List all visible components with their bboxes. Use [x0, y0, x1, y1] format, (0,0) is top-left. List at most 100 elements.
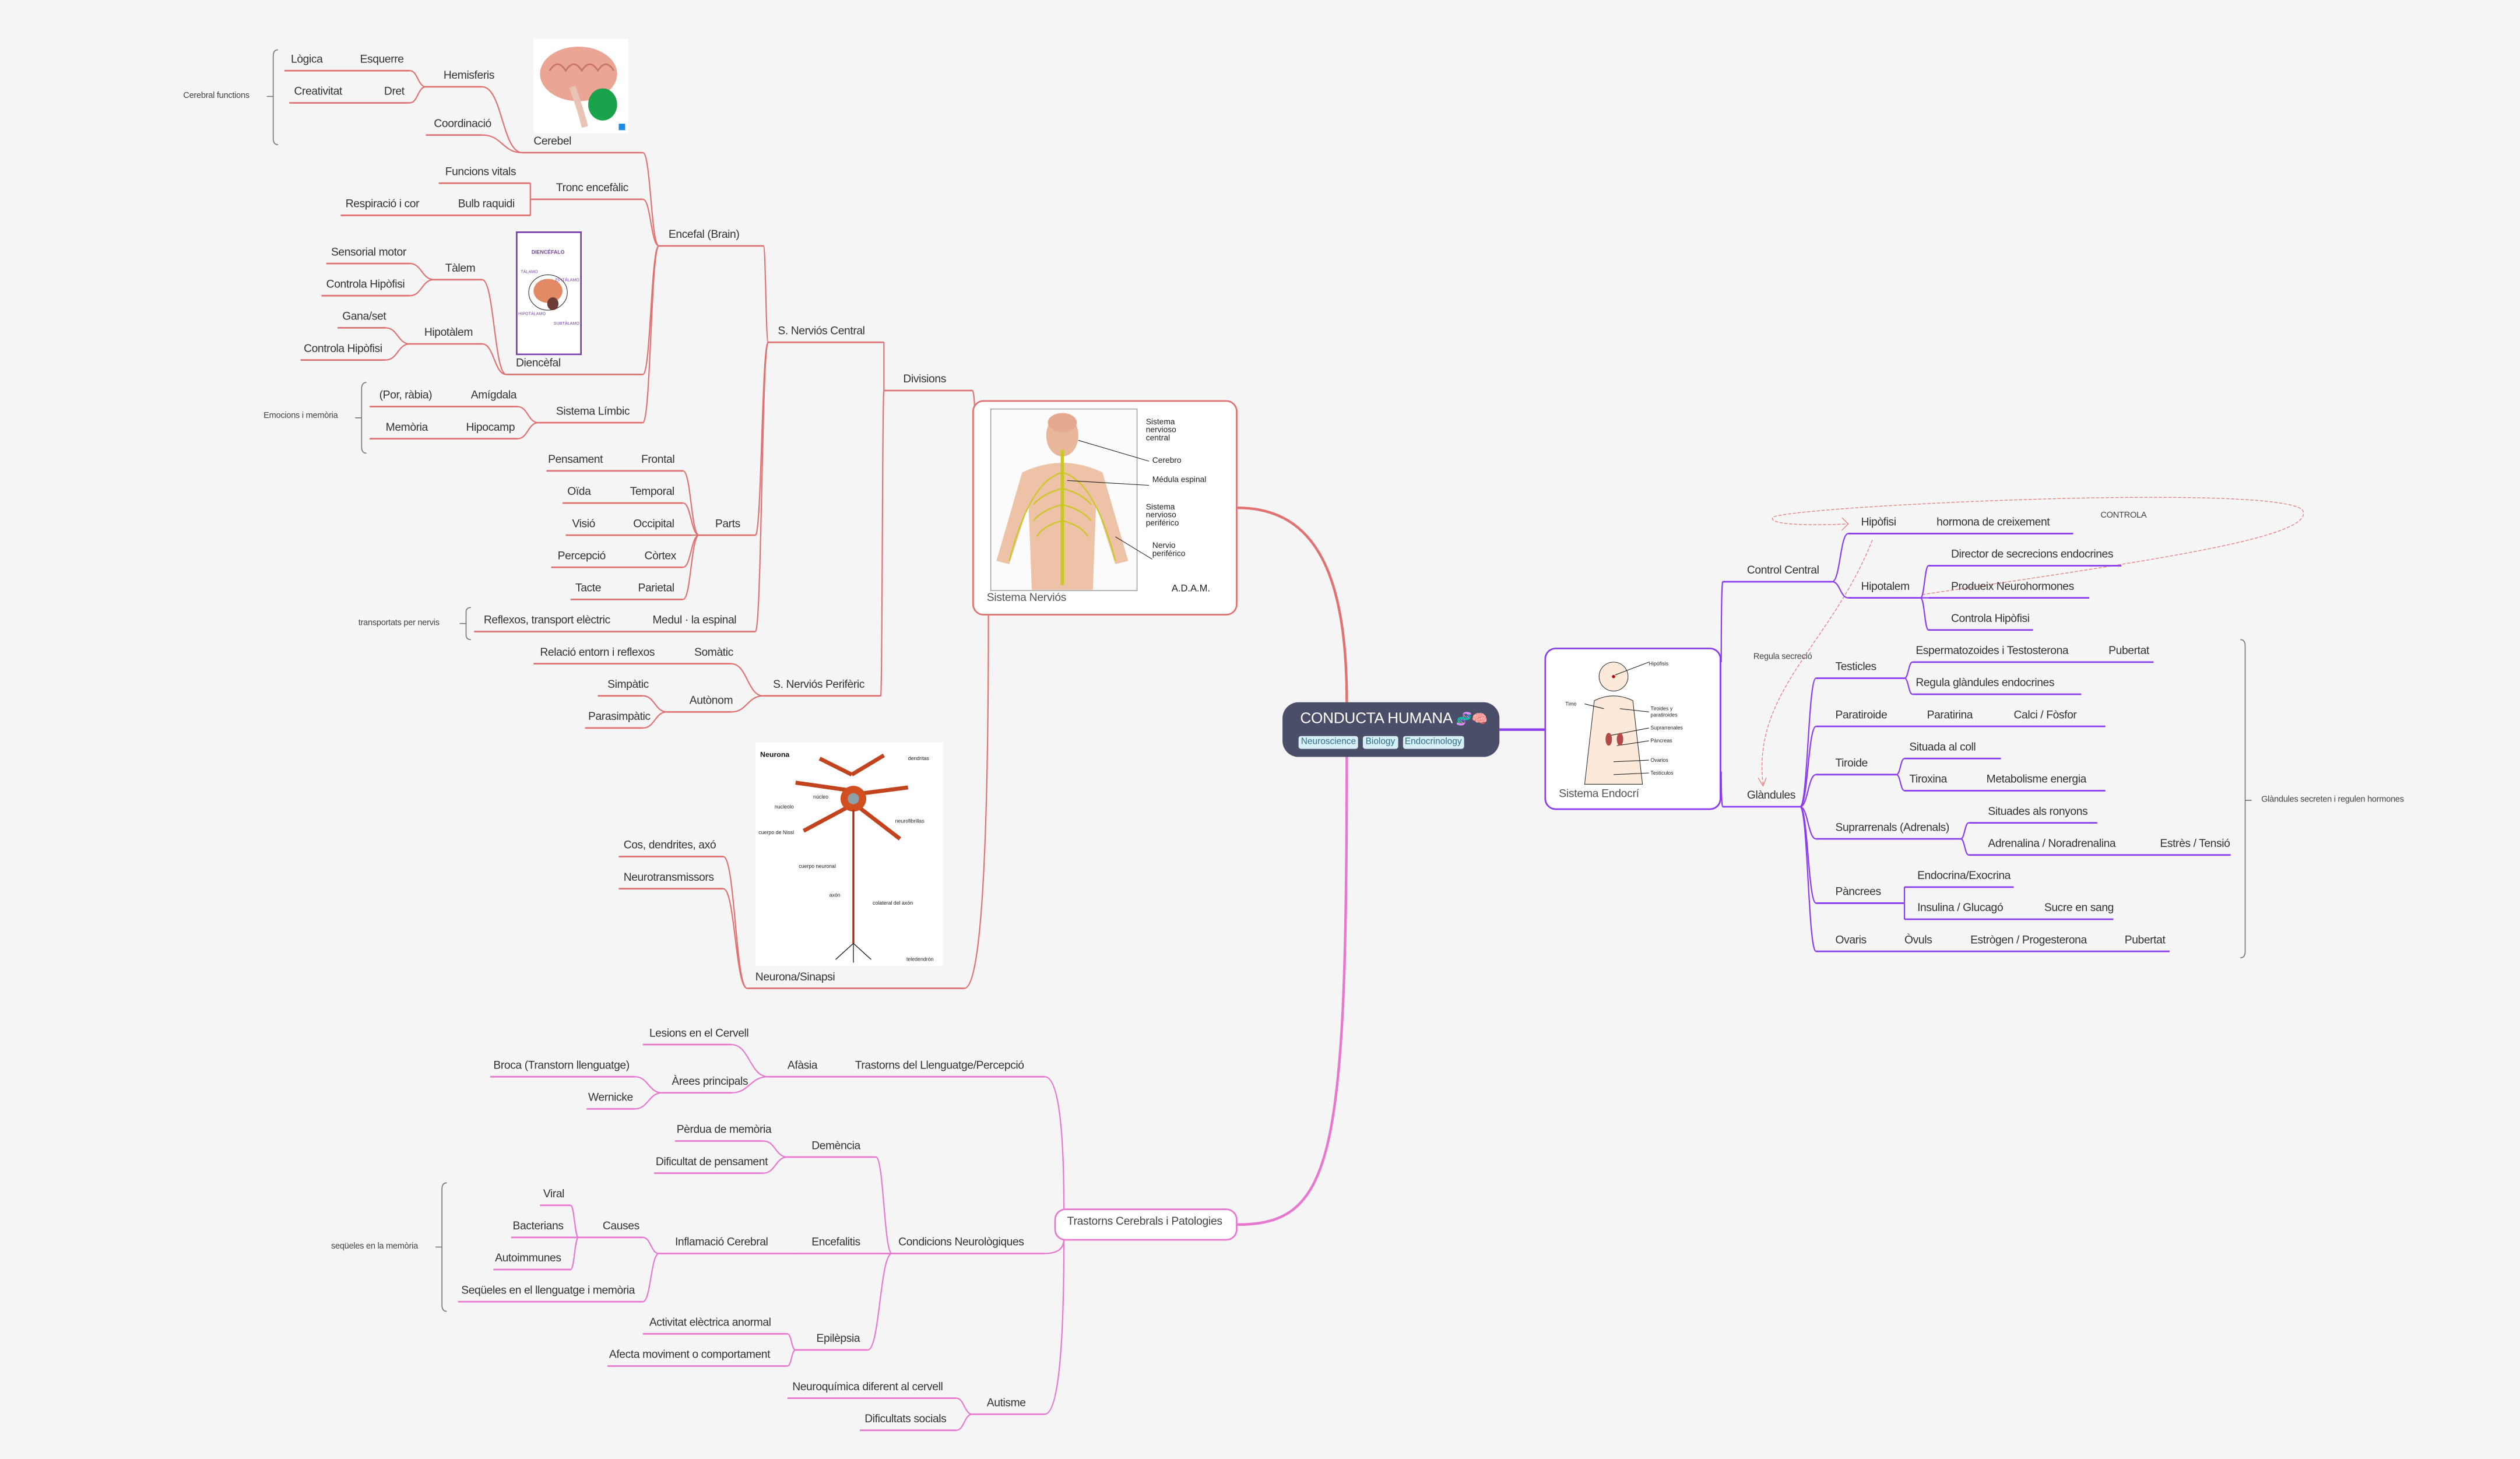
topic-testicles[interactable]: Testicles [1835, 662, 1876, 674]
topic-funcions[interactable]: Funcions vitals [445, 167, 516, 179]
topic-ovaris-part-1[interactable]: Ovaris [1835, 935, 1867, 947]
topic-sequeles[interactable]: Seqüeles en el llenguatge i memòria [461, 1285, 635, 1297]
topic-paratiroide-part-1[interactable]: Paratiroide [1835, 710, 1888, 722]
topic-occipital-part-1[interactable]: Visió [572, 519, 595, 530]
topic-ovaris-part-3[interactable]: Estrògen / Progesterona [1970, 935, 2087, 947]
topic-esquerre-part-1[interactable]: Lògica [291, 54, 323, 66]
topic-wernicke[interactable]: Wernicke [588, 1092, 633, 1105]
topic-hemisferis[interactable]: Hemisferis [443, 71, 494, 82]
topic-insulina-part-1[interactable]: Insulina / Glucagó [1917, 903, 2004, 915]
topic-controla3[interactable]: Controla Hipòfisi [1950, 614, 2030, 625]
topic-inflamacio[interactable]: Inflamació Cerebral [674, 1237, 768, 1249]
topic-tiroide[interactable]: Tiroide [1835, 758, 1868, 770]
topic-parasimpatic[interactable]: Parasimpàtic [588, 712, 651, 723]
topic-temporal-part-2[interactable]: Temporal [630, 487, 674, 498]
topic-esquerre-part-2[interactable]: Esquerre [360, 54, 404, 66]
topic-amigdala-part-1[interactable]: (Por, ràbia) [379, 390, 433, 402]
topic-sensorial[interactable]: Sensorial motor [331, 247, 406, 259]
topic-broca[interactable]: Broca (Transtorn llenguatge) [493, 1060, 630, 1072]
topic-hipotalem2[interactable]: Hipotalem [1861, 582, 1910, 593]
topic-afecta[interactable]: Afecta moviment o comportament [609, 1349, 771, 1362]
topic-parts[interactable]: Parts [715, 519, 740, 530]
topic-limbic[interactable]: Sistema Límbic [556, 406, 630, 418]
topic-cortex-part-1[interactable]: Percepció [557, 551, 606, 562]
topic-occipital-part-2[interactable]: Occipital [633, 519, 674, 530]
topic-somatic-part-1[interactable]: Relació entorn i reflexos [540, 648, 655, 659]
topic-control[interactable]: Control Central [1746, 565, 1819, 577]
topic-dret-part-1[interactable]: Creativitat [294, 86, 343, 99]
topic-situada[interactable]: Situada al coll [1909, 742, 1976, 754]
topic-cos[interactable]: Cos, dendrites, axó [623, 840, 716, 852]
topic-bacterians[interactable]: Bacterians [512, 1221, 564, 1233]
topic-tiroxina-part-1[interactable]: Tiroxina [1909, 774, 1947, 786]
topic-arees[interactable]: Àrees principals [672, 1077, 748, 1088]
topic-medulla-part-2[interactable]: Medul · la espinal [652, 615, 737, 627]
topic-talem[interactable]: Tàlem [445, 263, 476, 275]
topic-epilepsia[interactable]: Epilèpsia [816, 1334, 860, 1345]
topic-esperma-part-2[interactable]: Pubertat [2108, 646, 2149, 658]
topic-perdua[interactable]: Pèrdua de memòria [676, 1124, 772, 1137]
topic-adrenalina-part-1[interactable]: Adrenalina / Noradrenalina [1988, 839, 2116, 850]
topic-neurona[interactable]: Neurona/Sinapsi [755, 972, 835, 984]
topic-cerebel[interactable]: Cerebel [533, 136, 572, 148]
topic-tronc[interactable]: Tronc encefàlic [556, 183, 628, 195]
topic-temporal-part-1[interactable]: Oïda [567, 487, 591, 498]
topic-parietal-part-1[interactable]: Tacte [575, 583, 602, 595]
topic-somatic-part-2[interactable]: Somàtic [694, 648, 733, 659]
topic-bulb-part-1[interactable]: Respiració i cor [345, 199, 420, 211]
topic-director[interactable]: Director de secrecions endocrines [1950, 549, 2114, 561]
topic-adrenalina-part-2[interactable]: Estrès / Tensió [2160, 839, 2230, 850]
topic-bulb-part-2[interactable]: Bulb raquidi [458, 199, 515, 211]
topic-tllp[interactable]: Trastorns del Llenguatge/Percepció [855, 1060, 1024, 1072]
topic-suprarrenals[interactable]: Suprarrenals (Adrenals) [1835, 822, 1949, 834]
topic-hipotalem[interactable]: Hipotàlem [424, 328, 473, 339]
topic-amigdala-part-2[interactable]: Amígdala [470, 390, 517, 402]
topic-tiroxina-part-2[interactable]: Metabolisme energia [1986, 774, 2087, 786]
topic-pancrees[interactable]: Pàncrees [1835, 887, 1881, 899]
topic-diencefal[interactable]: Diencèfal [515, 358, 561, 370]
topic-ronyons[interactable]: Situades als ronyons [1988, 807, 2088, 818]
topic-lesions[interactable]: Lesions en el Cervell [649, 1028, 749, 1040]
topic-controla2[interactable]: Controla Hipòfisi [304, 343, 382, 356]
topic-frontal-part-1[interactable]: Pensament [548, 455, 603, 466]
tag-biology[interactable]: Biology [1363, 736, 1398, 749]
topic-viral[interactable]: Viral [543, 1189, 565, 1201]
topic-hipocamp-part-2[interactable]: Hipocamp [466, 423, 515, 434]
topic-demencia[interactable]: Demència [811, 1141, 860, 1152]
topic-snp[interactable]: S. Nerviós Perifèric [773, 680, 865, 691]
tag-endocrinology[interactable]: Endocrinology [1402, 736, 1464, 749]
topic-cortex-part-2[interactable]: Còrtex [644, 551, 677, 562]
topic-medulla-part-1[interactable]: Reflexos, transport elèctric [483, 615, 610, 627]
topic-controla1[interactable]: Controla Hipòfisi [326, 279, 405, 291]
topic-encefal[interactable]: Encefal (Brain) [668, 230, 740, 241]
topic-hipocamp-part-1[interactable]: Memòria [385, 423, 428, 434]
topic-autoimmunes[interactable]: Autoimmunes [495, 1253, 561, 1265]
topic-encefalitis[interactable]: Encefalitis [811, 1237, 860, 1249]
topic-glandules[interactable]: Glàndules [1746, 790, 1796, 802]
topic-neurotrans[interactable]: Neurotransmissors [623, 873, 714, 884]
topic-frontal-part-2[interactable]: Frontal [641, 455, 675, 466]
topic-endocrina[interactable]: Endocrina/Exocrina [1917, 871, 2011, 883]
topic-afasia[interactable]: Afàsia [787, 1060, 818, 1072]
topic-divisions[interactable]: Divisions [903, 374, 946, 386]
topic-produeix[interactable]: Produeix Neurohormones [1950, 582, 2074, 593]
topic-snc[interactable]: S. Nerviós Central [778, 326, 865, 337]
topic-paratiroide-part-3[interactable]: Calci / Fòsfor [2013, 710, 2077, 722]
topic-causes[interactable]: Causes [602, 1221, 639, 1233]
topic-hipofisi-part-1[interactable]: Hipòfisi [1861, 517, 1896, 529]
tag-neuroscience[interactable]: Neuroscience [1298, 736, 1359, 749]
topic-parietal-part-2[interactable]: Parietal [638, 583, 675, 595]
topic-insulina-part-2[interactable]: Sucre en sang [2044, 903, 2114, 915]
topic-ovaris-part-2[interactable]: Òvuls [1904, 935, 1932, 947]
topic-coordinacio[interactable]: Coordinació [434, 119, 491, 131]
topic-cn[interactable]: Condicions Neurològiques [898, 1237, 1024, 1249]
disorders-node[interactable]: Trastorns Cerebrals i Patologies [1054, 1208, 1238, 1241]
topic-paratiroide-part-2[interactable]: Paratirina [1927, 710, 1973, 722]
topic-simpatic[interactable]: Simpàtic [607, 680, 649, 691]
topic-hipofisi-part-2[interactable]: hormona de creixement [1936, 517, 2050, 529]
endocrine-system-node[interactable]: Hipófisis Timo Tiroides y paratiroides S… [1544, 648, 1721, 810]
topic-dificultats[interactable]: Dificultats socials [864, 1414, 947, 1426]
root-node[interactable]: CONDUCTA HUMANA 🧬🧠 Neuroscience Biology … [1282, 702, 1500, 757]
topic-gana[interactable]: Gana/set [342, 311, 386, 324]
